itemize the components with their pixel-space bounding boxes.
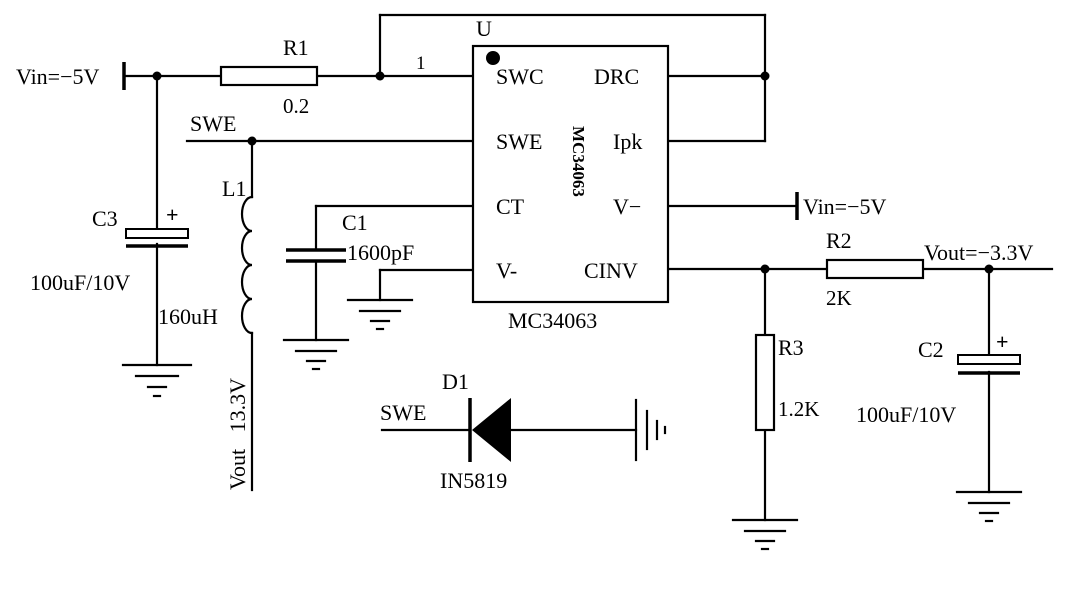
- ic-pin-ipk: Ipk: [613, 129, 642, 154]
- junctions: [152, 71, 994, 274]
- d1-value: IN5819: [440, 468, 507, 493]
- ground-c3: [121, 363, 193, 398]
- pin-number-label: 1: [416, 53, 426, 74]
- junction-dot: [984, 264, 994, 274]
- r2-value: 2K: [826, 286, 852, 310]
- ic-body: [471, 44, 670, 304]
- l1-ref: L1: [222, 176, 246, 201]
- c1-ref: C1: [342, 210, 368, 235]
- r3-ref: R3: [778, 335, 804, 360]
- capacitor-c2: + C2 100uF/10V: [856, 329, 1021, 427]
- c3-value: 100uF/10V: [30, 270, 130, 295]
- junction-dot: [375, 71, 385, 81]
- r3-value: 1.2K: [778, 397, 819, 421]
- ic-part-vertical: MC34063: [569, 126, 588, 197]
- c3-ref: C3: [92, 206, 118, 231]
- c3-polarity: +: [166, 202, 179, 227]
- junction-dot: [760, 71, 770, 81]
- ic-part-label: MC34063: [508, 308, 597, 333]
- ic-pin-ct: CT: [496, 194, 525, 219]
- pin1-marker: [486, 51, 500, 65]
- net-label-vin-left: Vin=−5V: [16, 64, 99, 89]
- resistor-r2: R2 2K: [825, 228, 925, 310]
- ic-pin-swc: SWC: [496, 64, 544, 89]
- capacitor-c3: + C3 100uF/10V: [30, 202, 189, 295]
- ground-c2: [955, 490, 1023, 523]
- net-label-swe: SWE: [190, 111, 236, 136]
- ground-r3: [731, 518, 799, 551]
- ic-pin-swe: SWE: [496, 129, 542, 154]
- net-label-vin-right: Vin=−5V: [803, 194, 886, 219]
- ic-mc34063: U 1 SWC SWE CT V- DRC Ipk V− CINV MC3406…: [416, 16, 670, 333]
- ground-ic: [346, 298, 414, 331]
- capacitor-c1: C1 1600pF: [286, 210, 414, 265]
- ic-pin-vminus-right: V−: [613, 194, 641, 219]
- ic-pin-drc: DRC: [594, 64, 639, 89]
- c2-polarity: +: [996, 329, 1009, 354]
- d1-ref: D1: [442, 369, 469, 394]
- ic-pin-vminus-left: V-: [496, 258, 517, 283]
- ground-d1: [634, 398, 667, 462]
- r1-value: 0.2: [283, 94, 309, 118]
- junction-dot: [247, 136, 257, 146]
- junction-dot: [760, 264, 770, 274]
- ic-pin-cinv: CINV: [584, 258, 638, 283]
- net-label-vout-vertical: Vout 13.3V: [225, 378, 250, 490]
- net-label-vout: Vout=−3.3V: [924, 240, 1033, 265]
- resistor-r3: R3 1.2K: [754, 333, 819, 432]
- c1-value: 1600pF: [347, 240, 414, 265]
- inductor-l1: L1 160uH: [158, 176, 254, 335]
- ic-ref-label: U: [476, 16, 492, 41]
- net-label-swe-diode: SWE: [380, 400, 426, 425]
- resistor-r1: R1 0.2: [219, 35, 319, 118]
- wires: [122, 13, 1054, 522]
- r2-ref: R2: [826, 228, 852, 253]
- l1-value: 160uH: [158, 304, 218, 329]
- ground-c1: [282, 338, 350, 371]
- c2-value: 100uF/10V: [856, 402, 956, 427]
- c2-ref: C2: [918, 337, 944, 362]
- r1-ref: R1: [283, 35, 309, 60]
- junction-dot: [152, 71, 162, 81]
- diode-d1: D1 IN5819: [440, 369, 511, 493]
